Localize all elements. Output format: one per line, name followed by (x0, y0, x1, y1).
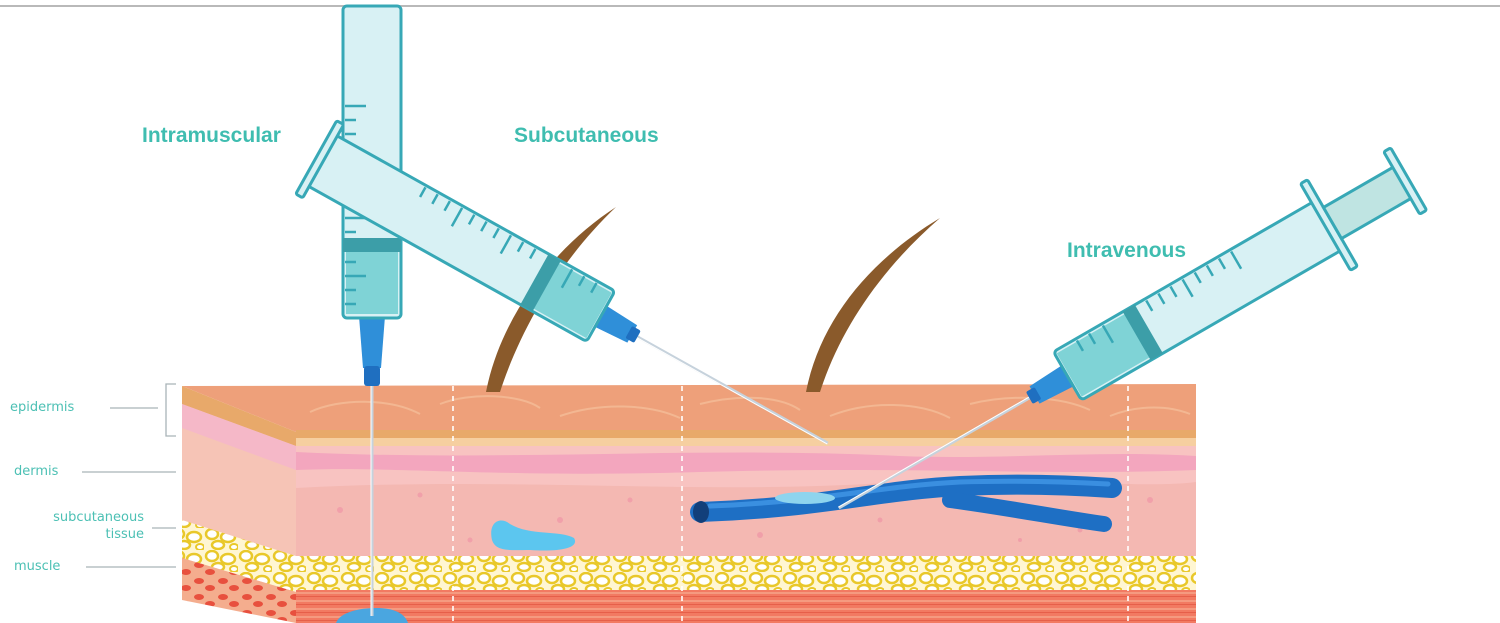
label-intravenous: Intravenous (1067, 239, 1186, 263)
muscle-front (296, 590, 1196, 623)
layer-label-subcutaneous-line2: tissue (10, 526, 144, 543)
subcutaneous-fat-front (296, 556, 1196, 592)
skin-block (182, 207, 1196, 623)
label-subcutaneous: Subcutaneous (514, 124, 659, 148)
label-intramuscular: Intramuscular (142, 124, 281, 148)
layer-label-dermis: dermis (14, 463, 58, 480)
layer-label-subcutaneous-tissue: subcutaneous tissue (10, 509, 144, 543)
layer-label-epidermis: epidermis (10, 399, 74, 416)
epidermis-base (296, 438, 1196, 446)
hair-strand-right (806, 218, 940, 392)
layer-label-muscle: muscle (14, 558, 60, 575)
layer-label-subcutaneous-line1: subcutaneous (10, 509, 144, 526)
